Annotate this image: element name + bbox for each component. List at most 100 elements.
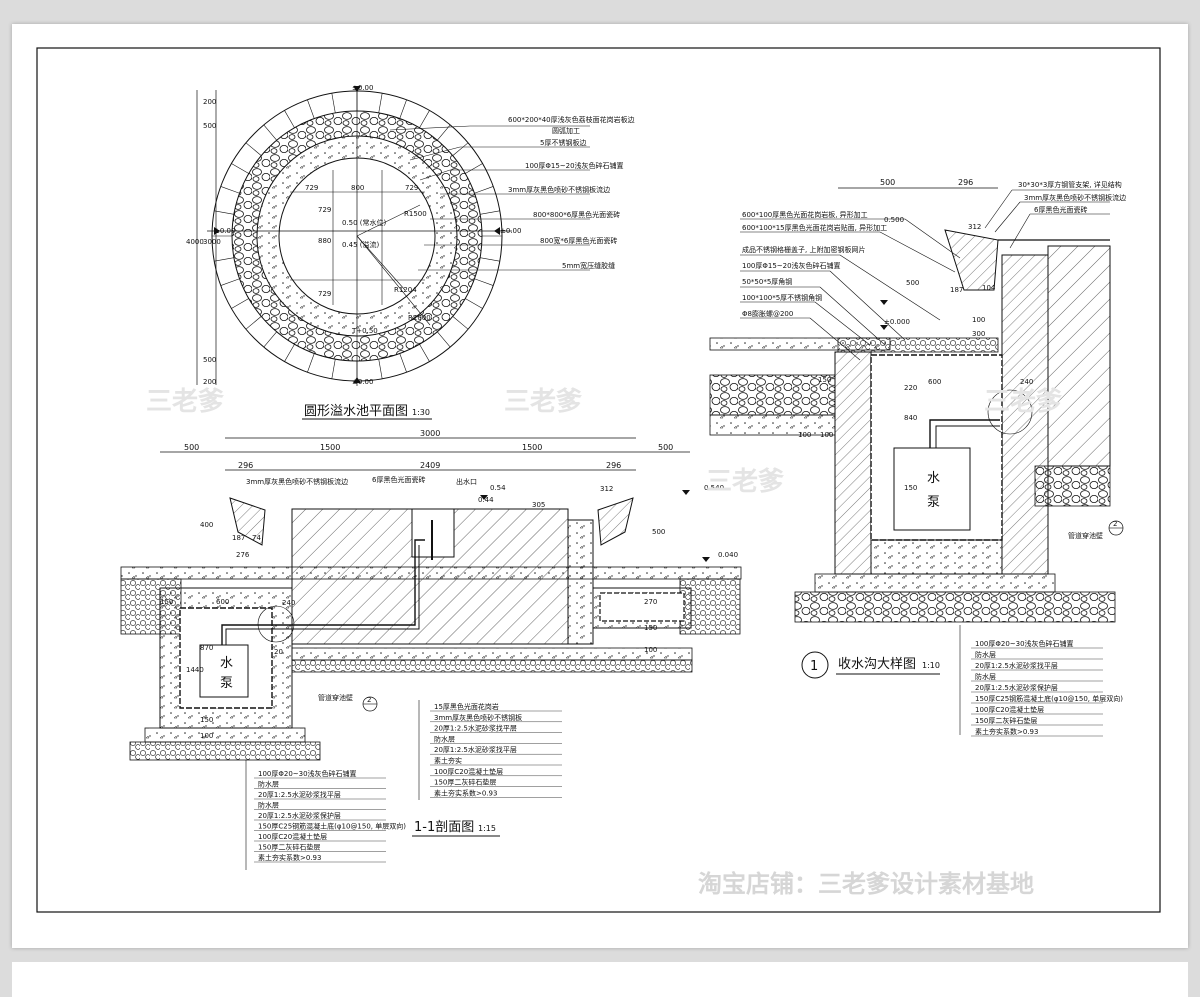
- section-dim-top-2: 3000: [420, 429, 440, 438]
- plan-dim-v-0: 200: [203, 98, 216, 106]
- section-pump-label-2: 泵: [220, 676, 233, 691]
- stone-joint: [245, 316, 262, 330]
- plan-callout-0: 600*200*40厚浅灰色荔枝面花岗岩板边: [508, 115, 635, 124]
- detail-label-left-1: 600*100*15厚黑色光面花岗岩贴面, 异形加工: [742, 223, 887, 232]
- section-dim-sec-2: 296: [606, 461, 621, 470]
- drawing-frame: [36, 47, 1161, 913]
- detail-label-left-6: Φ8膨胀螺@200: [742, 309, 793, 318]
- section-layers-center-item: 20厚1:2.5水泥砂浆找平层: [434, 724, 517, 733]
- plan-level-base: T+0.50: [351, 327, 378, 335]
- detail-layers-item: 素土夯实系数>0.93: [975, 727, 1038, 736]
- detail-layers-item: 20厚1:2.5水泥砂浆找平层: [975, 661, 1058, 670]
- plan-dim-inner-2: 729: [405, 184, 418, 192]
- section-dim-150c: 150: [644, 624, 657, 632]
- detail-layers-item: 防水层: [975, 672, 996, 681]
- plan-level-right: ±0.00: [500, 227, 521, 235]
- detail-level-0000: ±0.000: [884, 318, 910, 326]
- section-level-054: 0.54: [490, 484, 506, 492]
- section-dim-870: 870: [200, 644, 213, 652]
- section-mark-num-b: 2: [1113, 520, 1117, 528]
- plan-dim-v-total: 4000: [186, 238, 204, 246]
- stone-joint: [452, 316, 469, 330]
- plan-level-normal: 0.50 (常水位): [342, 218, 387, 227]
- watermark-2: 三老爹: [706, 467, 784, 497]
- section-dim-20: 20: [274, 648, 283, 656]
- plan-level-left: ±0.00: [214, 227, 235, 235]
- plan-callout-leaders: [389, 125, 590, 271]
- detail-dim-187: 187: [950, 286, 963, 294]
- detail-dim-500: 500: [906, 279, 919, 287]
- stone-joint: [399, 99, 407, 119]
- section-dim-sec-0: 296: [238, 461, 253, 470]
- section-dim-top-1: 1500: [320, 443, 340, 452]
- detail-label-left-4: 50*50*5厚角钢: [742, 277, 792, 286]
- stone-joint: [399, 353, 407, 373]
- section-layers-center-item: 100厚C20混凝土垫层: [434, 767, 503, 776]
- section-layers-left-item: 防水层: [258, 780, 279, 789]
- section-dim-600: 600: [216, 598, 229, 606]
- stone-joint: [474, 186, 494, 194]
- detail-view: 水 泵: [709, 187, 1124, 735]
- section-dim-sec-1: 2409: [420, 461, 440, 470]
- stone-joint: [284, 344, 295, 362]
- detail-pipe-label: 管道穿池壁: [1068, 531, 1103, 540]
- stone-joint: [419, 344, 430, 362]
- detail-layers-item: 防水层: [975, 650, 996, 659]
- detail-dim-150: 150: [818, 376, 831, 384]
- detail-dim-104: 104: [982, 284, 996, 292]
- stone-joint: [378, 359, 383, 379]
- section-layers-center-item: 防水层: [434, 734, 455, 743]
- detail-layers-item: 100厚C20混凝土垫层: [975, 705, 1044, 714]
- detail-pump-label: 水: [927, 471, 940, 486]
- detail-dim-100b: 100: [820, 431, 833, 439]
- stone-joint: [220, 186, 240, 194]
- section-layers-center-item: 20厚1:2.5水泥砂浆找平层: [434, 745, 517, 754]
- stone-joint: [480, 257, 500, 262]
- stone-joint: [465, 298, 483, 309]
- detail-number: 1: [810, 659, 818, 674]
- section-dim-100b: 100: [644, 646, 657, 654]
- section-dim-74: 74: [252, 534, 261, 542]
- plan-level-overflow: 0.45 (溢流): [342, 240, 380, 249]
- stone-joint: [231, 298, 249, 309]
- plan-radius-1500: R1500: [404, 210, 427, 218]
- detail-title: 收水沟大样图: [838, 657, 916, 672]
- section-view: 水 泵: [120, 437, 742, 870]
- section-layers-left: 100厚Φ20~30浅灰色碎石铺置防水层20厚1:2.5水泥砂浆找平层防水层20…: [254, 769, 406, 863]
- plan-callout-6: 800宽*6厚黑色光面瓷砖: [540, 236, 617, 245]
- stone-joint: [437, 331, 451, 348]
- section-level-0540: 0.540: [704, 484, 724, 492]
- stone-joint: [331, 359, 336, 379]
- stone-joint: [474, 278, 494, 286]
- section-dim-500: 500: [652, 528, 665, 536]
- section-level-0040: 0.040: [718, 551, 738, 559]
- plan-callout-1: 圆弧加工: [552, 126, 580, 135]
- detail-layers-item: 150厚C25钢筋混凝土底(φ10@150, 单层双向): [975, 694, 1123, 703]
- plan-scale: 1:30: [412, 408, 430, 417]
- stone-joint: [437, 124, 451, 141]
- stone-joint: [465, 163, 483, 174]
- watermark-3: 三老爹: [984, 387, 1062, 417]
- section-dim-100: 100: [200, 732, 213, 740]
- plan-callout-4: 3mm厚灰黑色喷砂不锈钢板流边: [508, 185, 610, 194]
- section-scale: 1:15: [478, 824, 496, 833]
- section-dim-312: 312: [600, 485, 613, 493]
- detail-label-right-2: 6厚黑色光面瓷砖: [1034, 205, 1087, 214]
- detail-label-left-5: 100*100*5厚不锈钢角钢: [742, 293, 822, 302]
- plan-callout-3: 100厚Φ15~20浅灰色碎石铺置: [525, 161, 624, 170]
- detail-label-left-0: 600*100厚黑色光面花岗岩板, 异形加工: [742, 210, 868, 219]
- plan-dim-inner-4: 880: [318, 237, 331, 245]
- detail-level-0500: 0.500: [884, 216, 904, 224]
- section-layers-center: 15厚黑色光面花岗岩3mm厚灰黑色喷砂不锈钢板20厚1:2.5水泥砂浆找平层防水…: [430, 702, 562, 798]
- stone-joint: [480, 210, 500, 215]
- plan-dim-inner-1: 800: [351, 184, 364, 192]
- stone-joint: [245, 142, 262, 156]
- section-dim-276: 276: [236, 551, 250, 559]
- stone-joint: [284, 110, 295, 128]
- section-dim-240: 240: [282, 599, 295, 607]
- section-dim-150b: 150: [200, 716, 213, 724]
- detail-dim-top-1: 296: [958, 178, 973, 187]
- detail-layers-item: 100厚Φ20~30浅灰色碎石铺置: [975, 639, 1074, 648]
- section-dim-top-0: 500: [184, 443, 199, 452]
- detail-dim-312: 312: [968, 223, 981, 231]
